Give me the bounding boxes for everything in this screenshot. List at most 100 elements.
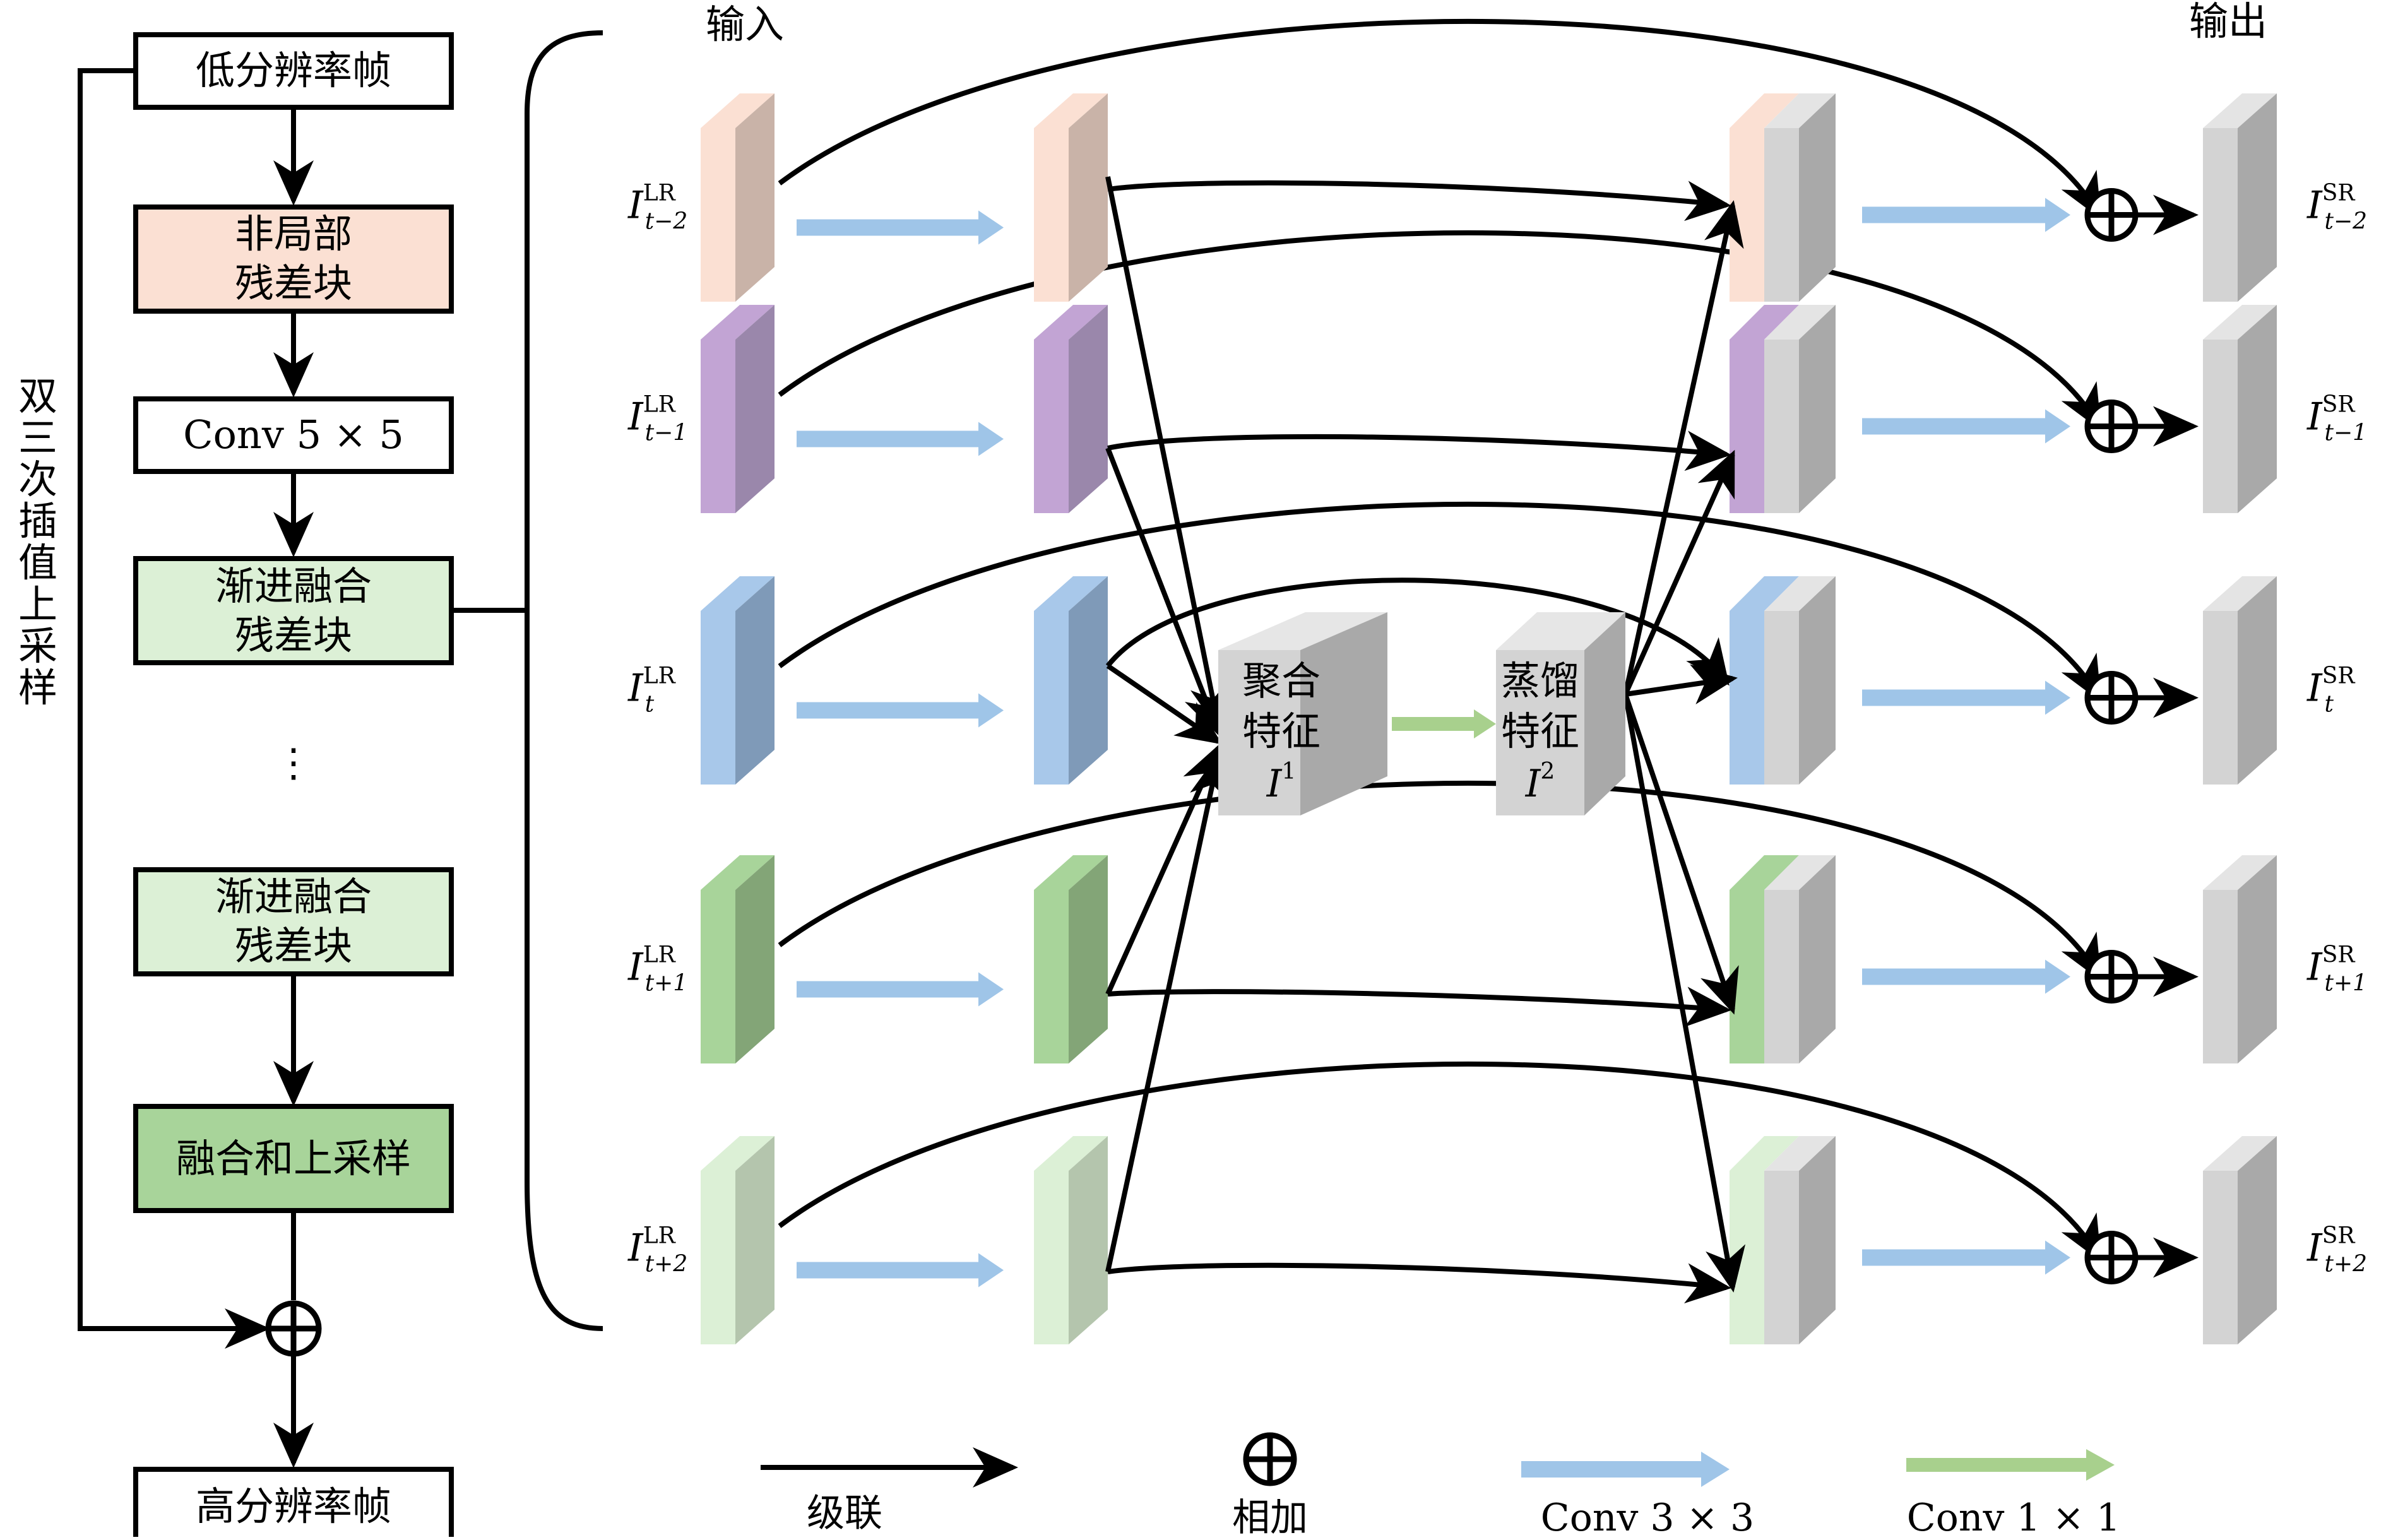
input-block-3 [701,855,775,1063]
mid-block-1 [1034,305,1108,513]
bicubic-label: 双三次插值上采样 [18,373,57,711]
skip-curve-2 [778,501,2101,702]
conv3-arrow-out-1 [1862,409,2070,444]
conv3-arrow-in-4 [797,1253,1004,1288]
output-block-1 [2203,305,2277,513]
block-progressive-1-label: 渐进融合残差块 [215,563,372,658]
mid-block-4 [1034,1136,1108,1344]
legend-conv3-arrow [1521,1452,1730,1487]
block-progressive-1: 渐进融合残差块 [133,556,454,665]
distill-to-concat-4 [1623,694,1746,1293]
block-highres-frame: 高分辨率帧 [133,1467,454,1540]
bicubic-skip-line [78,68,270,1349]
block-nonlocal: 非局部残差块 [133,204,454,314]
add-node-3 [2084,950,2139,1004]
concat-to-aggregate-3 [1105,743,1221,995]
distill-to-concat-2 [1625,664,1738,704]
conv3-arrow-out-0 [1862,198,2070,232]
block-lowres-frame: 低分辨率帧 [133,32,454,110]
conv3-arrow-in-3 [797,972,1004,1007]
input-block-0 [701,93,775,302]
mid-to-concat-2 [1105,578,1730,686]
conv3-arrow-in-2 [797,693,1004,728]
concat-to-aggregate-0 [1105,176,1230,731]
legend-concat-label: 级联 [807,1491,882,1536]
block-conv5: Conv 5 × 5 [133,396,454,474]
conv3-arrow-out-4 [1862,1240,2070,1275]
mid-to-concat-4 [1107,1262,1731,1304]
conv3-arrow-out-2 [1862,680,2070,715]
aggregate-line2: 特征 [1242,708,1321,754]
output-block-3 [2203,855,2277,1063]
block-progressive-2: 渐进融合残差块 [133,867,454,976]
concat-block-3 [1730,855,1836,1063]
output-block-2 [2203,576,2277,785]
add-node-1 [2084,400,2139,453]
mid-block-0 [1034,93,1108,302]
mid-block-3 [1034,855,1108,1063]
input-block-2 [701,576,775,785]
block-fusion-label: 融合和上采样 [176,1135,411,1182]
concat-to-aggregate-2 [1106,663,1223,745]
distill-symbol: I2 [1525,759,1555,806]
distill-to-concat-3 [1623,693,1739,1015]
distill-feature-block: 蒸馏 特征 I2 [1496,612,1625,815]
add-node-0 [2084,188,2139,242]
block-conv5-label: Conv 5 × 5 [183,412,404,458]
legend-conv1-arrow [1906,1449,2115,1481]
block-nonlocal-label: 非局部残差块 [235,211,352,306]
concat-to-aggregate-1 [1105,447,1223,737]
output-block-0 [2203,93,2277,302]
mid-block-2 [1034,576,1108,785]
input-header: 输入 [706,1,784,47]
conv1-arrow-center [1392,709,1496,738]
distill-to-concat-1 [1623,449,1735,696]
concat-block-4 [1730,1136,1836,1344]
concat-block-0 [1730,93,1836,302]
conv3-arrow-in-1 [797,422,1004,456]
block-highres-label: 高分辨率帧 [196,1483,391,1529]
left-pipeline: 双三次插值上采样 低分辨率帧 非局部残差块 Conv 5 × 5 渐进融合残差块… [18,32,527,1540]
aggregate-line1: 聚合 [1242,658,1321,704]
skip-curve-3 [778,780,2101,981]
conv3-arrow-out-3 [1862,959,2070,994]
concat-block-2 [1730,576,1836,785]
skip-curve-0 [778,18,2101,220]
distill-to-concat-0 [1623,200,1744,695]
input-block-1 [701,305,775,513]
aggregate-symbol: I1 [1266,759,1297,806]
legend-add-label: 相加 [1232,1496,1308,1537]
concat-block-1 [1730,305,1836,513]
input-block-4 [701,1136,775,1344]
ellipsis: ⋮ [274,740,313,786]
add-node-left [265,1300,322,1357]
mid-to-concat-3 [1107,986,1731,1028]
legend-add-icon [1243,1432,1297,1486]
add-node-2 [2084,671,2139,725]
skip-curve-4 [778,1061,2101,1262]
block-progressive-2-label: 渐进融合残差块 [215,874,372,969]
legend-conv3-label: Conv 3 × 3 [1541,1496,1754,1537]
distill-line1: 蒸馏 [1501,658,1579,704]
mid-to-concat-1 [1107,430,1731,471]
add-node-4 [2084,1231,2139,1284]
skip-curve-1 [778,230,2101,431]
block-fusion-upsample: 融合和上采样 [133,1104,454,1213]
legend: 级联 相加 Conv 3 × 3 Conv 1 × 1 [761,1432,2120,1540]
legend-conv1-label: Conv 1 × 1 [1907,1496,2120,1537]
mid-to-concat-0 [1107,180,1731,222]
concat-to-aggregate-4 [1105,752,1230,1272]
aggregate-feature-block: 聚合 特征 I1 [1218,612,1387,815]
block-lowres-label: 低分辨率帧 [196,47,391,93]
